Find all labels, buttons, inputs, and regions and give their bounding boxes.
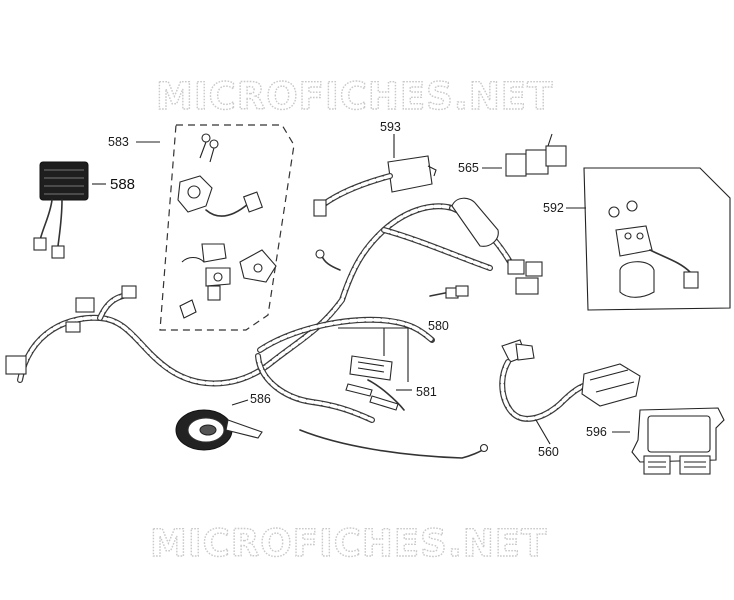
harness-connectors[interactable] [5,197,543,453]
part-581-fuse[interactable] [345,383,399,411]
part-560-spark-plug-cap[interactable] [499,339,593,422]
leader-560 [535,419,551,445]
watermark-bottom: MICROFICHES.NET [150,522,547,565]
label-565: 565 [458,161,479,175]
label-583: 583 [108,135,129,149]
label-560: 560 [538,445,559,459]
label-588: 588 [110,176,135,193]
label-592: 592 [543,201,564,215]
watermark-top: MICROFICHES.NET [156,75,553,118]
label-596: 596 [586,425,607,439]
part-583-lock-set[interactable] [159,124,295,331]
part-580-switch[interactable] [349,355,393,381]
label-580: 580 [428,319,449,333]
part-593-relay[interactable] [313,155,437,217]
part-588-regulator[interactable] [33,161,89,259]
part-565-connector[interactable] [505,133,567,177]
part-592-starter-relay[interactable] [583,167,731,311]
leader-586 [231,399,249,406]
part-586-horn[interactable] [175,409,263,451]
ignition-coil[interactable] [581,363,641,407]
label-581: 581 [416,385,437,399]
label-593: 593 [380,120,401,134]
part-596-cdi[interactable] [631,407,725,475]
label-586: 586 [250,392,271,406]
leader-580 [338,327,409,382]
